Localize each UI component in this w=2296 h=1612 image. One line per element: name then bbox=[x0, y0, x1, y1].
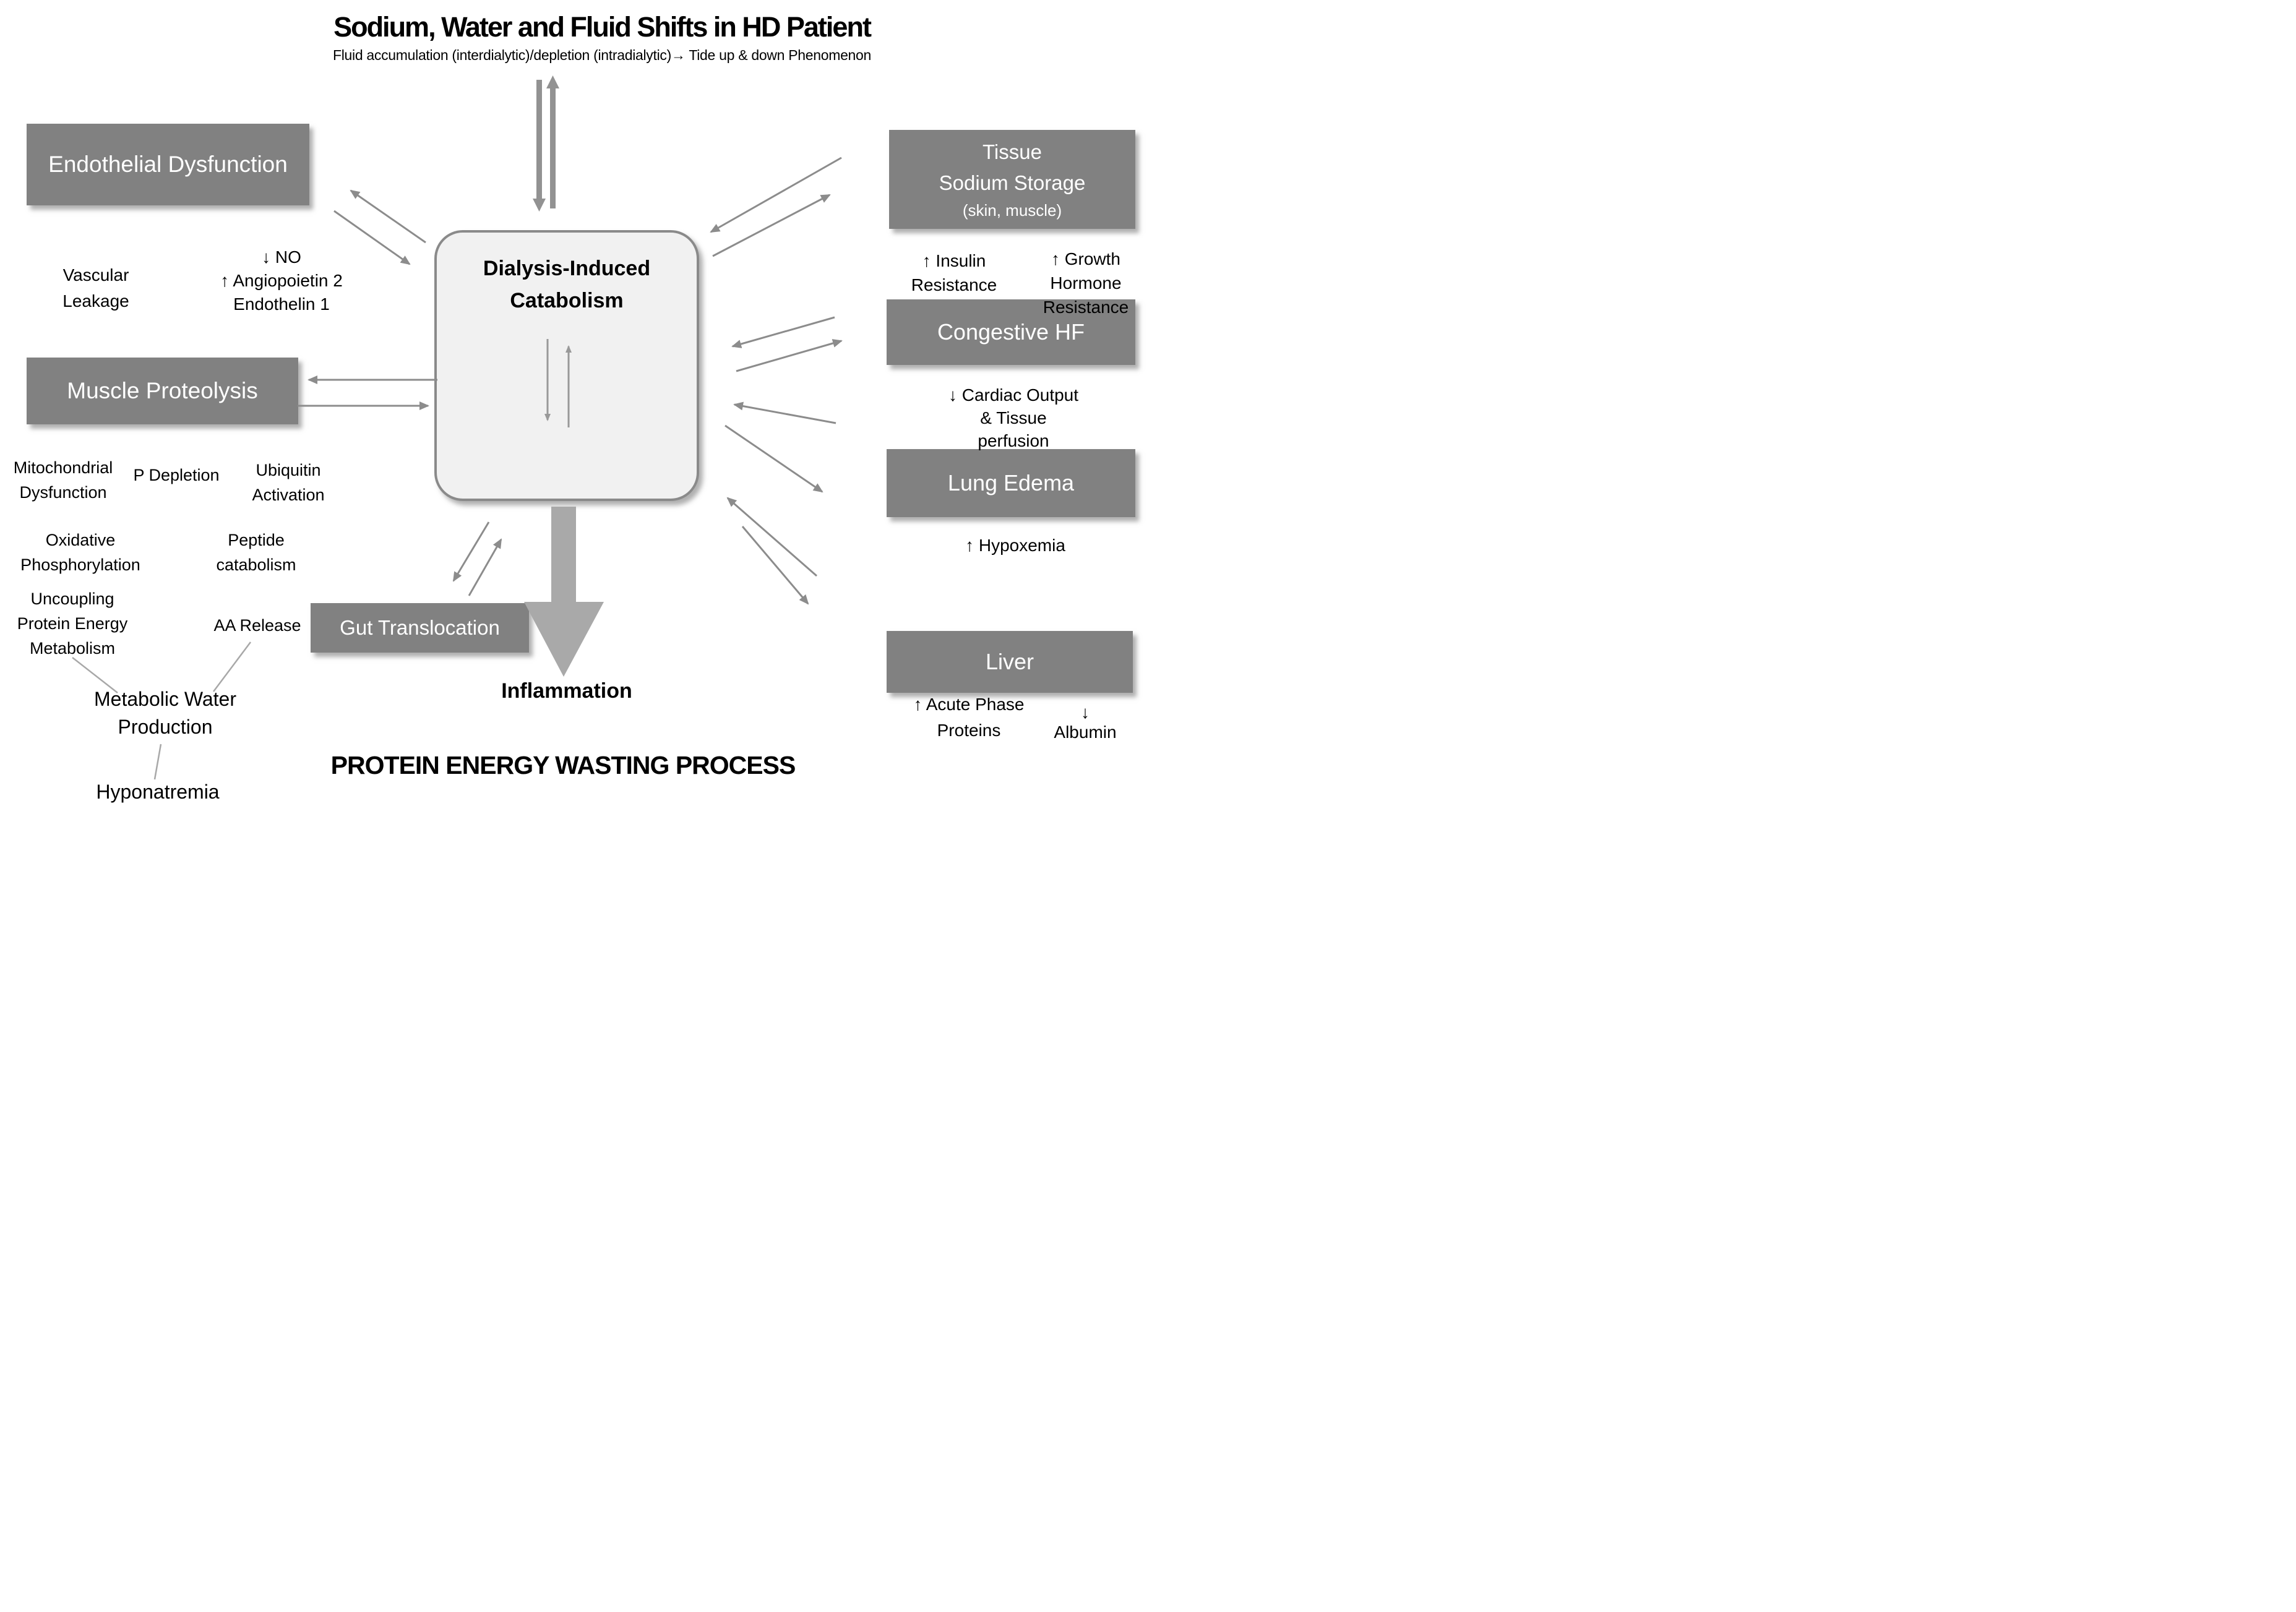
node-lung-label: Lung Edema bbox=[947, 470, 1075, 495]
node-gut-label: Gut Translocation bbox=[340, 616, 500, 639]
arrow-endothelial-to-center-icon bbox=[333, 210, 411, 265]
label-albumin: ↓ Albumin bbox=[1054, 703, 1117, 742]
node-tissue-sodium-storage: Tissue Sodium Storage (skin, muscle) bbox=[889, 130, 1135, 229]
line-aa-release-to-metabolic-water bbox=[213, 641, 251, 692]
node-gut-translocation: Gut Translocation bbox=[311, 603, 529, 653]
label-hypoxemia: ↑ Hypoxemia bbox=[965, 536, 1065, 555]
node-liver-label: Liver bbox=[985, 649, 1034, 674]
node-tissue-label-line1: Tissue bbox=[982, 140, 1042, 163]
line-metabolic-water-to-hyponatremia bbox=[153, 744, 162, 780]
diagram-subtitle: Fluid accumulation (interdialytic)/deple… bbox=[332, 47, 872, 63]
label-growth-hormone-resistance: ↑ Growth Hormone Resistance bbox=[1043, 249, 1129, 317]
label-aa-release: AA Release bbox=[213, 616, 301, 635]
arrow-center-to-endothelial-icon bbox=[350, 189, 426, 244]
label-vascular-leakage: Vascular Leakage bbox=[62, 265, 129, 311]
label-oxidative-phosphorylation: Oxidative Phosphorylation bbox=[20, 531, 140, 574]
node-endothelial-dysfunction: Endothelial Dysfunction bbox=[27, 124, 309, 205]
node-liver: Liver bbox=[887, 631, 1133, 693]
arrow-chf-to-center-icon bbox=[731, 316, 835, 348]
node-tissue-label-line2: Sodium Storage bbox=[939, 171, 1086, 194]
label-cardiac-output: ↓ Cardiac Output & Tissue perfusion bbox=[948, 385, 1079, 450]
arrow-center-to-chf-icon bbox=[736, 339, 843, 372]
arrow-center-to-tissue-icon bbox=[712, 194, 831, 257]
node-muscle-proteolysis: Muscle Proteolysis bbox=[27, 358, 298, 424]
label-p-depletion: P Depletion bbox=[133, 466, 220, 484]
node-lung-edema: Lung Edema bbox=[887, 449, 1135, 517]
label-insulin-resistance: ↑ Insulin Resistance bbox=[911, 251, 997, 294]
label-protein-energy-wasting: PROTEIN ENERGY WASTING PROCESS bbox=[330, 751, 796, 779]
arrow-center-to-lung-icon bbox=[724, 424, 823, 493]
arrow-gut-to-center-icon bbox=[468, 538, 502, 596]
node-endothelial-label: Endothelial Dysfunction bbox=[48, 152, 288, 177]
node-tissue-label-line3: (skin, muscle) bbox=[962, 201, 1062, 220]
arrow-center-to-liver-icon bbox=[741, 526, 809, 605]
label-metabolic-water-production: Metabolic Water Production bbox=[94, 688, 236, 738]
label-peptide-catabolism: Peptide catabolism bbox=[216, 531, 296, 574]
arrow-center-to-gut-icon bbox=[452, 521, 490, 582]
label-hyponatremia: Hyponatremia bbox=[96, 781, 220, 803]
arrow-liver-to-center-icon bbox=[726, 497, 817, 577]
label-mitochondrial-dysfunction: Mitochondrial Dysfunction bbox=[13, 458, 113, 502]
arrow-lung-to-center-icon bbox=[733, 401, 836, 424]
node-muscle-label: Muscle Proteolysis bbox=[67, 378, 258, 403]
tide-down-arrow-icon bbox=[533, 80, 546, 212]
central-inflammation-label: Inflammation bbox=[501, 679, 632, 703]
label-uncoupling-metabolism: Uncoupling Protein Energy Metabolism bbox=[17, 589, 128, 658]
node-chf-label: Congestive HF bbox=[937, 319, 1085, 345]
label-ubiquitin-activation: Ubiquitin Activation bbox=[252, 461, 325, 504]
diagram-title: Sodium, Water and Fluid Shifts in HD Pat… bbox=[333, 11, 872, 43]
tide-up-arrow-icon bbox=[546, 75, 559, 208]
pew-big-down-arrow-icon bbox=[524, 507, 604, 677]
node-congestive-hf: Congestive HF bbox=[887, 299, 1135, 365]
arrow-tissue-to-center-icon bbox=[710, 156, 842, 233]
label-acute-phase-proteins: ↑ Acute Phase Proteins bbox=[913, 695, 1025, 740]
diagram-canvas: Sodium, Water and Fluid Shifts in HD Pat… bbox=[0, 0, 1148, 806]
label-endothelial-mediators: ↓ NO ↑ Angiopoietin 2 Endothelin 1 bbox=[220, 247, 343, 314]
